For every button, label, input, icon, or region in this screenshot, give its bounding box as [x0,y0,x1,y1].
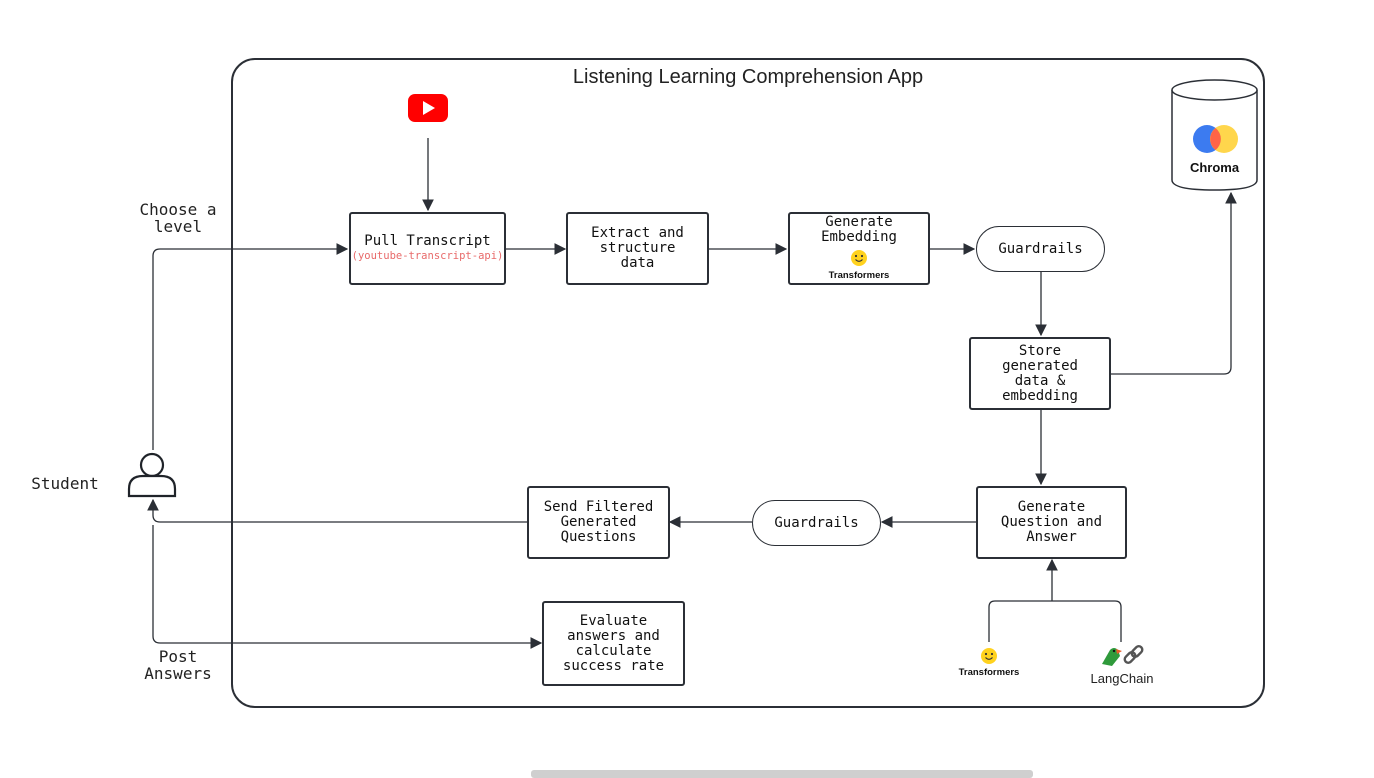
guardrails-top-node: Guardrails [976,226,1105,272]
edge-student-to-pull [152,243,349,450]
edge-send-to-student [147,498,527,523]
app-frame [231,58,1265,708]
hugging-face-icon [981,648,997,664]
generate-embedding-label: Generate Embedding [821,213,897,245]
youtube-icon [408,94,448,122]
generate-qa-node: Generate Question and Answer [976,486,1127,559]
pull-transcript-sub: (youtube-transcript-api) [351,250,504,262]
transformers-badge: Transformers [828,269,890,281]
chroma-label: Chroma [1189,160,1240,175]
send-filtered-node: Send Filtered Generated Questions [527,486,670,559]
pull-transcript-label: Pull Transcript [364,233,491,249]
student-label: Student [31,474,99,493]
horizontal-scrollbar[interactable] [531,770,1033,778]
post-answers-label: Post Answers [144,647,212,683]
store-node: Store generated data & embedding [969,337,1111,410]
edge-tools-to-generate-qa [988,560,1122,642]
hugging-face-icon [851,249,867,266]
chroma-logo-icon [1193,125,1238,153]
langchain-tool: LangChain [1082,644,1162,686]
diagram-title: Listening Learning Comprehension App [572,66,924,88]
pull-transcript-node: Pull Transcript (youtube-transcript-api) [349,212,506,285]
langchain-tool-label: LangChain [1090,671,1154,686]
choose-level-label: Choose a level [139,200,217,236]
guardrails-bottom-node: Guardrails [752,500,881,546]
evaluate-node: Evaluate answers and calculate success r… [542,601,685,686]
extract-node: Extract and structure data [566,212,709,285]
edge-student-to-evaluate [152,525,543,649]
transformers-tool: Transformers [948,646,1030,678]
generate-embedding-node: Generate Embedding Transformers [788,212,930,285]
parrot-icon [1102,645,1144,666]
transformers-tool-label: Transformers [958,667,1020,678]
edge-store-to-chroma [1111,191,1237,375]
link-icon [1123,645,1144,664]
user-icon [127,452,177,498]
